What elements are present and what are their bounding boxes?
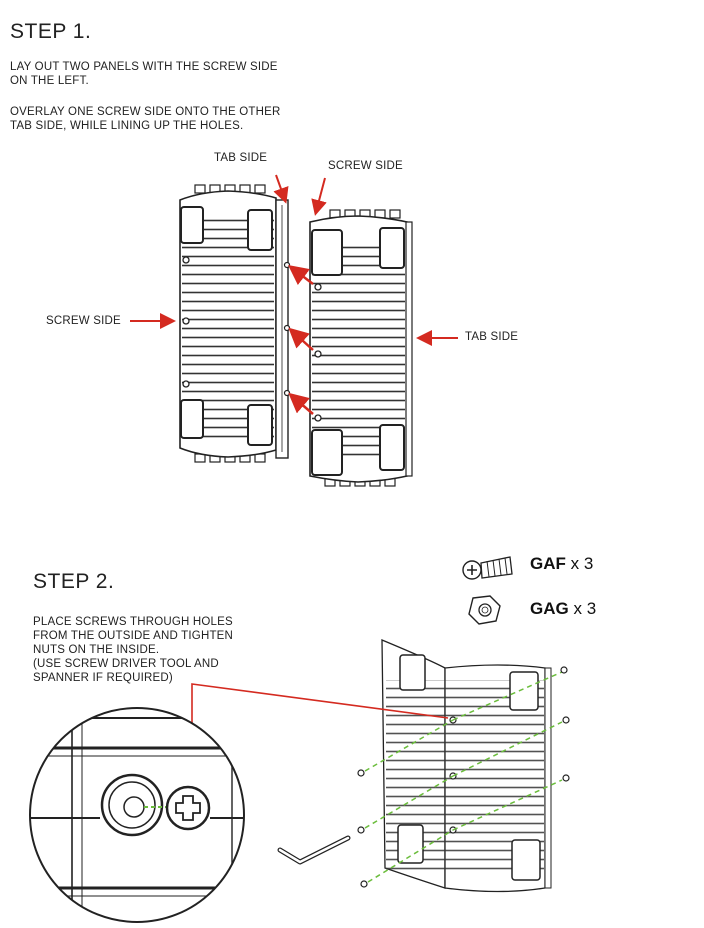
left-panel — [179, 184, 291, 463]
screw-guides — [364, 671, 563, 883]
step2-title: STEP 2. — [33, 570, 115, 593]
assembled-panel — [381, 639, 552, 893]
screw-icon — [462, 556, 513, 580]
label-screw-side-top: SCREW SIDE — [328, 160, 403, 172]
label-tab-side-top: TAB SIDE — [214, 152, 268, 164]
label-tab-side-right: TAB SIDE — [465, 331, 519, 343]
detail-zoom — [29, 707, 245, 923]
right-panel — [309, 209, 413, 487]
label-screw-side-left: SCREW SIDE — [46, 315, 121, 327]
step1-instruction-1: LAY OUT TWO PANELS WITH THE SCREW SIDE O… — [10, 61, 278, 87]
part-gaf: GAF x 3 — [530, 554, 593, 574]
part-gag-code: GAG — [530, 599, 569, 618]
step1-instruction-2: OVERLAY ONE SCREW SIDE ONTO THE OTHER TA… — [10, 106, 281, 132]
part-gag: GAG x 3 — [530, 599, 596, 619]
step1-arrows — [130, 174, 458, 415]
screw-and-nut-markers — [357, 666, 570, 888]
part-gaf-qty: x 3 — [570, 554, 594, 573]
part-gaf-code: GAF — [530, 554, 566, 573]
step2-instruction: PLACE SCREWS THROUGH HOLES FROM THE OUTS… — [33, 616, 234, 684]
nut-icon — [468, 595, 501, 625]
part-gag-qty: x 3 — [573, 599, 597, 618]
step1-title: STEP 1. — [10, 20, 92, 43]
allen-key — [277, 835, 351, 865]
